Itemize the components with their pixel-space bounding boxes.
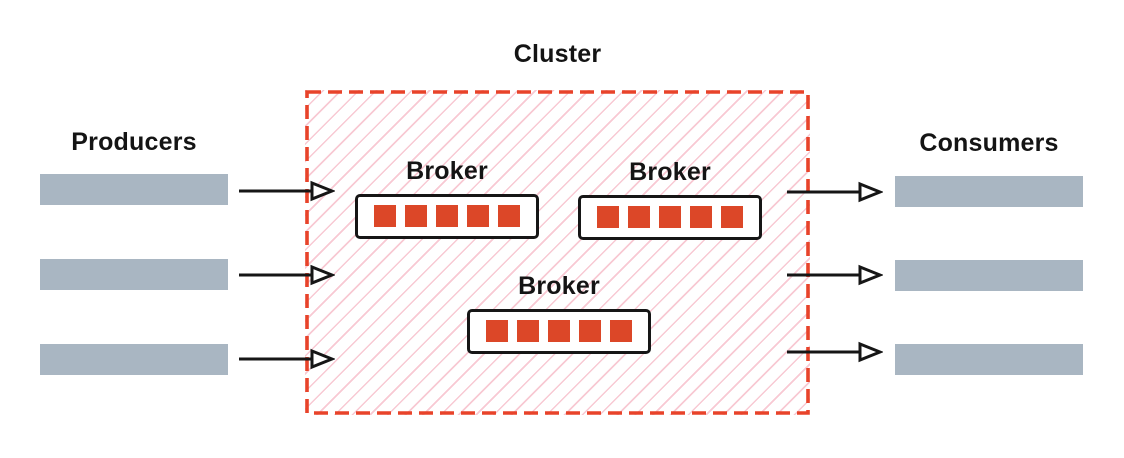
producer-stream-bar	[40, 259, 228, 290]
broker-label: Broker	[518, 272, 600, 300]
producer-arrow-icon	[239, 264, 335, 286]
producers-label: Producers	[71, 128, 197, 156]
consumer-stream-bar	[895, 176, 1083, 207]
partition-square	[690, 206, 712, 228]
broker-label: Broker	[629, 158, 711, 186]
broker-node: Broker	[578, 158, 762, 240]
partition-square	[628, 206, 650, 228]
consumer-stream-bar	[895, 260, 1083, 291]
partition-square	[721, 206, 743, 228]
cluster-title: Cluster	[513, 40, 602, 68]
partition-square	[610, 320, 632, 342]
broker-node: Broker	[467, 272, 651, 354]
consumer-arrow-icon	[787, 264, 883, 286]
partition-square	[548, 320, 570, 342]
broker-box	[578, 194, 762, 240]
partition-square	[436, 205, 458, 227]
producer-stream-bar	[40, 344, 228, 375]
consumer-arrow-icon	[787, 181, 883, 203]
partition-square	[597, 206, 619, 228]
broker-label: Broker	[406, 157, 488, 185]
consumer-arrow-icon	[787, 341, 883, 363]
partition-square	[374, 205, 396, 227]
broker-box	[355, 193, 539, 239]
cluster-boundary	[305, 90, 810, 415]
consumer-stream-bar	[895, 344, 1083, 375]
partition-square	[405, 205, 427, 227]
producer-arrow-icon	[239, 348, 335, 370]
consumers-label: Consumers	[919, 129, 1059, 157]
cluster-dashed-border	[305, 90, 810, 415]
broker-node: Broker	[355, 157, 539, 239]
broker-box	[467, 308, 651, 354]
producer-arrow-icon	[239, 180, 335, 202]
partition-square	[659, 206, 681, 228]
partition-square	[486, 320, 508, 342]
partition-square	[498, 205, 520, 227]
producer-stream-bar	[40, 174, 228, 205]
partition-square	[517, 320, 539, 342]
partition-square	[467, 205, 489, 227]
partition-square	[579, 320, 601, 342]
